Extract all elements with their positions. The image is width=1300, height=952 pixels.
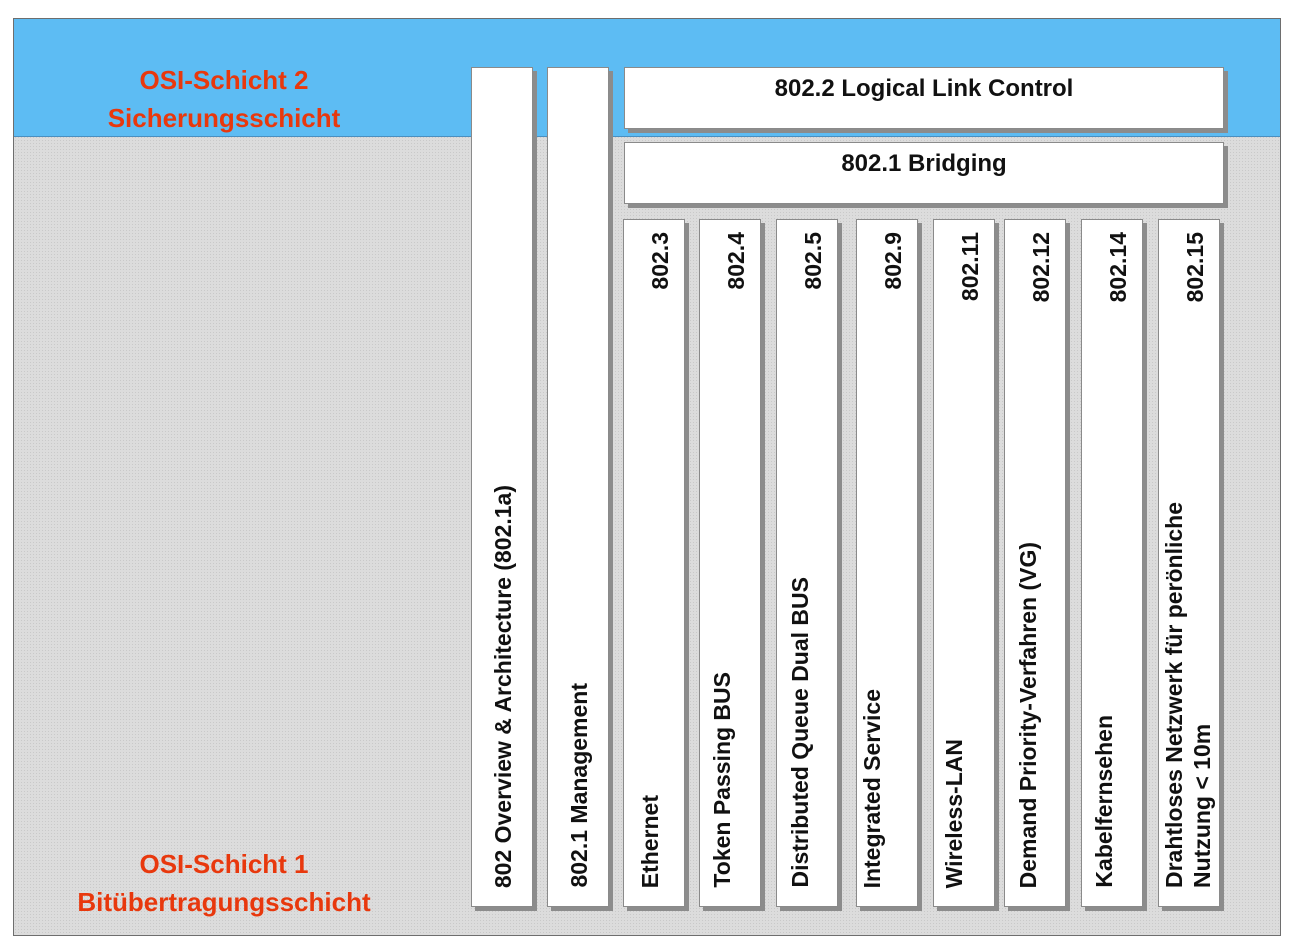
management-label: 802.1 Management bbox=[566, 683, 592, 888]
logical-link-control-box: 802.2 Logical Link Control bbox=[624, 67, 1224, 129]
standard-name: Integrated Service bbox=[859, 688, 885, 888]
standard-number: 802.11 bbox=[957, 232, 983, 302]
overview-architecture-label: 802 Overview & Architecture (802.1a) bbox=[490, 484, 516, 888]
osi-layer2-subtitle: Sicherungsschicht bbox=[107, 103, 341, 133]
standard-name: Wireless-LAN bbox=[941, 738, 967, 888]
standard-name: Token Passing BUS bbox=[709, 672, 735, 888]
standard-column-802-9: 802.9 Integrated Service bbox=[856, 219, 918, 907]
osi-layer1-subtitle: Bitübertragungsschicht bbox=[77, 887, 371, 917]
standard-column-802-11: 802.11 Wireless-LAN bbox=[933, 219, 995, 907]
standard-column-802-14: 802.14 Kabelfernsehen bbox=[1081, 219, 1143, 907]
standard-number: 802.4 bbox=[723, 232, 749, 290]
standard-number: 802.15 bbox=[1182, 232, 1208, 303]
standard-number: 802.14 bbox=[1105, 232, 1131, 303]
bridging-label: 802.1 Bridging bbox=[841, 150, 1007, 177]
bridging-box: 802.1 Bridging bbox=[624, 142, 1224, 204]
standard-name: Ethernet bbox=[637, 794, 663, 888]
osi-layer2-label: OSI-Schicht 2 Sicherungsschicht bbox=[24, 61, 424, 137]
standard-column-802-12: 802.12 Demand Priority-Verfahren (VG) bbox=[1004, 219, 1066, 907]
standard-name: Drahtloses Netzwerk für perönliche Nutzu… bbox=[1161, 502, 1215, 888]
standard-name: Demand Priority-Verfahren (VG) bbox=[1015, 541, 1041, 888]
osi-layer1-label: OSI-Schicht 1 Bitübertragungsschicht bbox=[24, 845, 424, 921]
osi-layer1-title: OSI-Schicht 1 bbox=[139, 849, 309, 879]
overview-architecture-column: 802 Overview & Architecture (802.1a) bbox=[471, 67, 533, 907]
logical-link-control-label: 802.2 Logical Link Control bbox=[774, 75, 1074, 102]
standard-column-802-4: 802.4 Token Passing BUS bbox=[699, 219, 761, 907]
osi-layer2-title: OSI-Schicht 2 bbox=[139, 65, 309, 95]
standard-column-802-3: 802.3 Ethernet bbox=[623, 219, 685, 907]
management-column: 802.1 Management bbox=[547, 67, 609, 907]
standard-column-802-15: 802.15 Drahtloses Netzwerk für perönlich… bbox=[1158, 219, 1220, 907]
standard-name: Distributed Queue Dual BUS bbox=[787, 577, 813, 888]
osi-diagram-frame: OSI-Schicht 2 Sicherungsschicht OSI-Schi… bbox=[13, 18, 1281, 936]
standard-number: 802.9 bbox=[880, 232, 906, 290]
standard-number: 802.3 bbox=[647, 232, 673, 290]
standard-column-802-5: 802.5 Distributed Queue Dual BUS bbox=[776, 219, 838, 907]
standard-number: 802.12 bbox=[1028, 232, 1054, 303]
standard-number: 802.5 bbox=[800, 232, 826, 290]
standard-name: Kabelfernsehen bbox=[1091, 715, 1117, 888]
